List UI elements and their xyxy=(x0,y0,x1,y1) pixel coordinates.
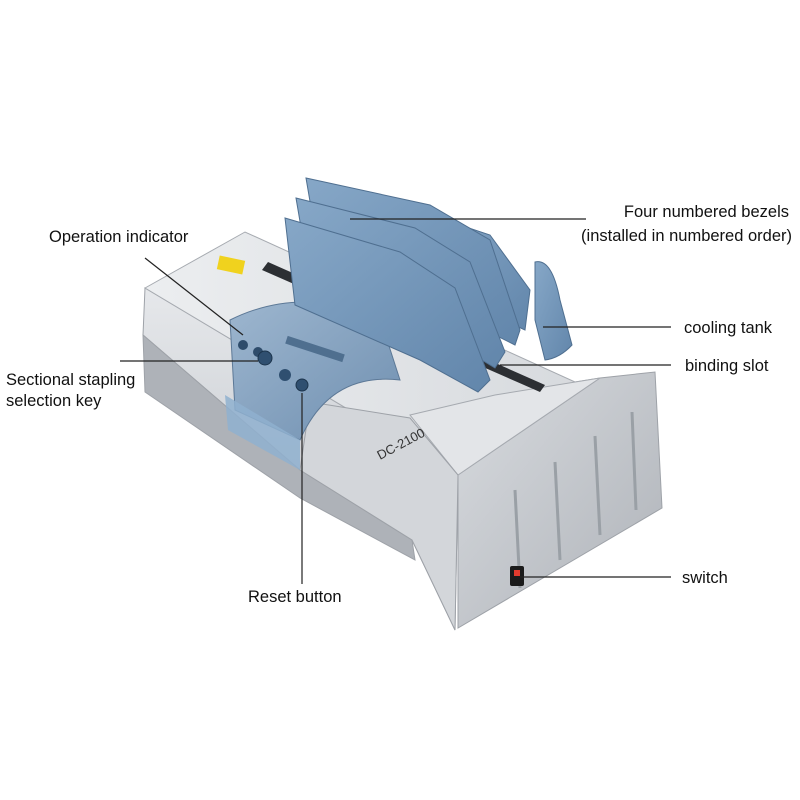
bezels xyxy=(284,177,531,393)
bezel-3 xyxy=(284,217,491,393)
label-sectional-line1: Sectional stapling xyxy=(6,371,136,389)
label-bezels-line1: Four numbered bezels xyxy=(623,203,789,221)
label-cooling-tank: cooling tank xyxy=(684,319,773,337)
label-operation-indicator: Operation indicator xyxy=(49,228,189,246)
label-binding-slot: binding slot xyxy=(685,357,769,375)
warning-sticker xyxy=(216,255,246,275)
control-panel xyxy=(229,301,401,441)
label-switch: switch xyxy=(682,569,728,587)
operation-indicator xyxy=(238,335,345,363)
reset-button[interactable] xyxy=(295,378,309,392)
sectional-stapling-selection-key[interactable] xyxy=(257,350,273,366)
cooling-tank xyxy=(534,261,573,361)
label-reset-button: Reset button xyxy=(248,588,342,606)
leader-lines xyxy=(120,218,671,584)
label-bezels-line2: (installed in numbered order) xyxy=(581,227,792,245)
label-sectional-line2: selection key xyxy=(6,392,102,410)
leader-operation-indicator xyxy=(144,257,244,336)
